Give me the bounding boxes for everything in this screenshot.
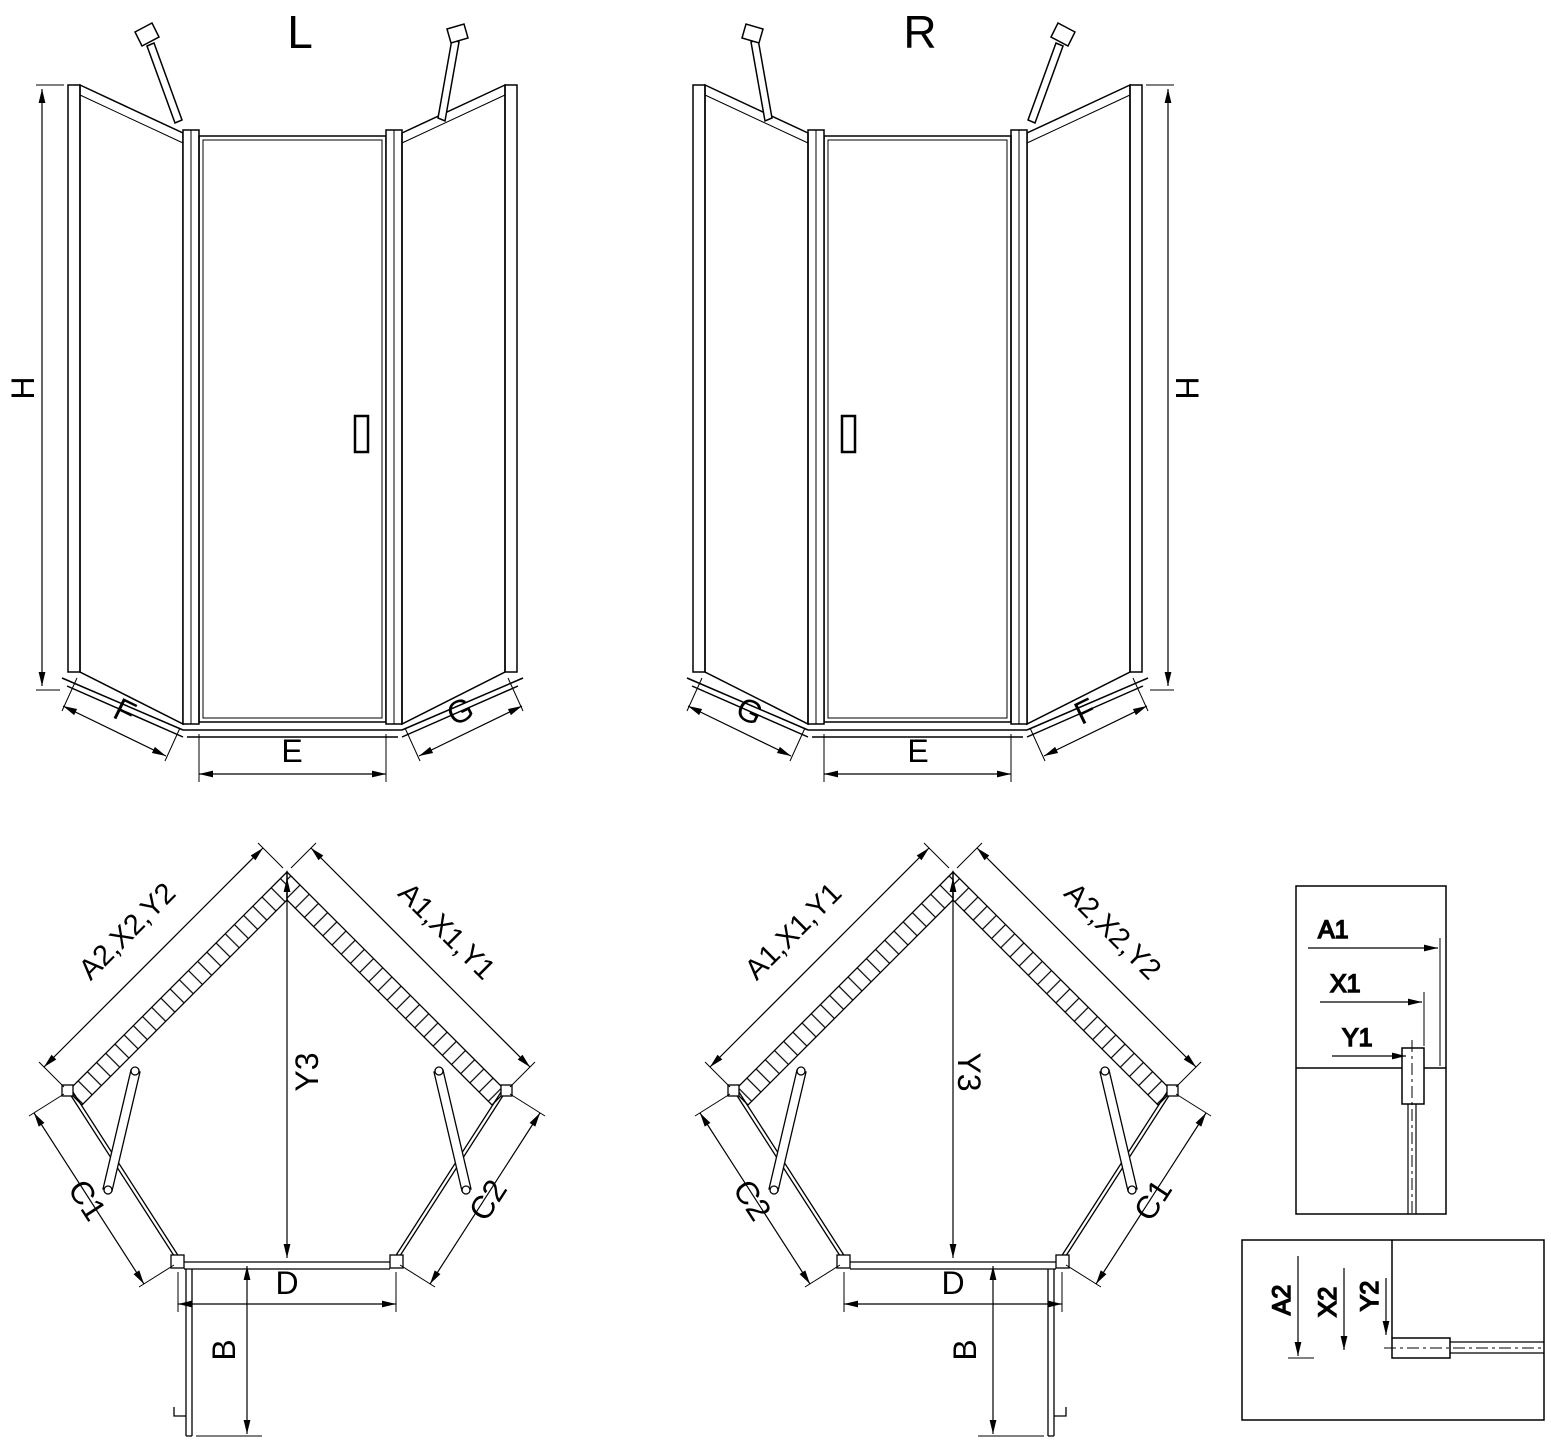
dim-label-g-left: G	[441, 689, 479, 732]
dim-label-a2-detail: A2	[1268, 1285, 1296, 1316]
dim-label-d-planL: D	[275, 1265, 298, 1301]
dim-label-x2-detail: X2	[1314, 1287, 1342, 1318]
dim-label-x1-detail: X1	[1330, 970, 1361, 998]
plan-left-view: A2,X2,Y2 A1,X1,Y1 Y3 C1 C2 D B	[29, 843, 545, 1436]
detail-view-bottom: A2 X2 Y2	[1241, 1239, 1545, 1421]
dim-label-a1-detail: A1	[1318, 916, 1349, 944]
title-right: R	[903, 6, 936, 58]
dim-label-f-left: F	[108, 691, 141, 732]
elevation-right-structure	[687, 23, 1174, 782]
dim-label-wall-right-planL: A1,X1,Y1	[392, 877, 501, 986]
title-left: L	[287, 6, 313, 58]
dim-label-wall-left-planR: A1,X1,Y1	[739, 877, 848, 986]
dim-label-e-left: E	[281, 733, 302, 769]
dim-label-b-planR: B	[947, 1339, 983, 1360]
dim-label-y1-detail: Y1	[1342, 1024, 1373, 1052]
dim-label-e-right: E	[907, 733, 928, 769]
dim-label-wall-left-planL: A2,X2,Y2	[73, 877, 182, 986]
dim-label-y3-planL: Y3	[289, 1052, 325, 1091]
dim-label-h-left: H	[5, 376, 41, 399]
dim-label-wall-right-planR: A2,X2,Y2	[1058, 877, 1167, 986]
dim-label-h-right: H	[1169, 376, 1205, 399]
dim-label-y3-planR: Y3	[951, 1052, 987, 1091]
dim-label-y2-detail: Y2	[1356, 1281, 1384, 1312]
elevation-left-structure	[36, 23, 523, 782]
dim-label-d-planR: D	[941, 1265, 964, 1301]
dim-label-g-right: G	[731, 689, 769, 732]
elevation-right-view: R H G E F	[687, 6, 1205, 782]
detail-view-top: A1 X1 Y1	[1295, 885, 1447, 1215]
dim-label-b-planL: B	[206, 1339, 242, 1360]
elevation-left-view: L H F E G	[5, 6, 523, 782]
dim-label-f-right: F	[1069, 691, 1102, 732]
plan-right-view: A1,X1,Y1 A2,X2,Y2 Y3 C2 C1 D B	[695, 843, 1211, 1436]
